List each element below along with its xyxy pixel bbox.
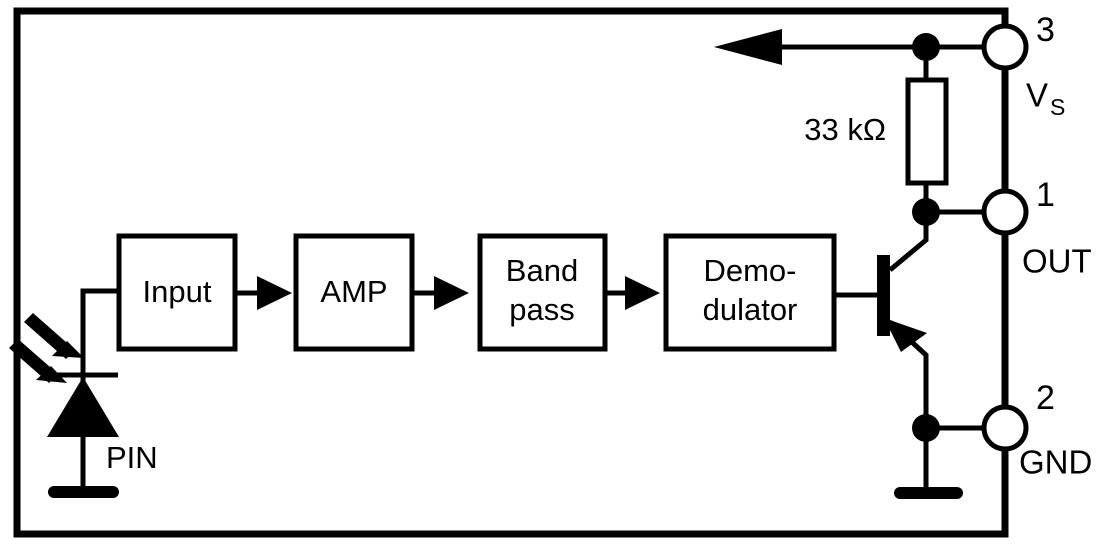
pin-2-circle[interactable] (981, 404, 1029, 452)
pin-3-circle[interactable] (981, 23, 1029, 71)
pin-3-name: V (1026, 77, 1048, 114)
block-amp[interactable] (293, 233, 415, 352)
pin-3-name-subscript: S (1050, 94, 1065, 120)
emitter-ground-bar (894, 487, 963, 499)
junction-dot-vs (912, 33, 940, 61)
pin-2-name: GND (1019, 444, 1092, 481)
resistor-33k-label: 33 kΩ (804, 112, 886, 147)
junction-dot-gnd (912, 414, 940, 442)
photodiode-ground-bar (48, 486, 119, 498)
photodiode-label: PIN (106, 440, 158, 475)
pin-3-number: 3 (1036, 11, 1055, 49)
light-arrow-upper-icon (24, 313, 84, 359)
signal-arrow-input-to-amp (236, 276, 292, 310)
block-amp-label: AMP (320, 274, 387, 309)
pin-1-circle[interactable] (981, 188, 1029, 236)
signal-arrow-bandpass-to-demodulator (606, 276, 660, 310)
pin-3-name-group: V S (1026, 77, 1065, 120)
pin-1-name: OUT (1022, 243, 1092, 280)
pin-2-number: 2 (1036, 379, 1055, 417)
block-bandpass-label-line1: Band (506, 253, 578, 288)
block-demodulator-label-line1: Demo- (703, 253, 796, 288)
block-input-label: Input (143, 274, 212, 309)
transistor-emitter-arrow-icon (884, 318, 927, 352)
block-demodulator-label-line2: dulator (703, 292, 798, 327)
junction-dot-out (912, 198, 940, 226)
block-bandpass[interactable] (477, 233, 608, 352)
block-bandpass-label-line2: pass (509, 292, 574, 327)
signal-arrow-amp-to-bandpass (413, 276, 469, 310)
resistor-33k-body (905, 77, 949, 186)
supply-feed-arrow-icon (714, 29, 782, 65)
photodiode-triangle (47, 377, 119, 437)
transistor-base-bar (877, 255, 890, 336)
photodiode-to-input-wire (80, 288, 119, 294)
pin-1-number: 1 (1036, 176, 1055, 214)
block-input[interactable] (116, 233, 238, 352)
